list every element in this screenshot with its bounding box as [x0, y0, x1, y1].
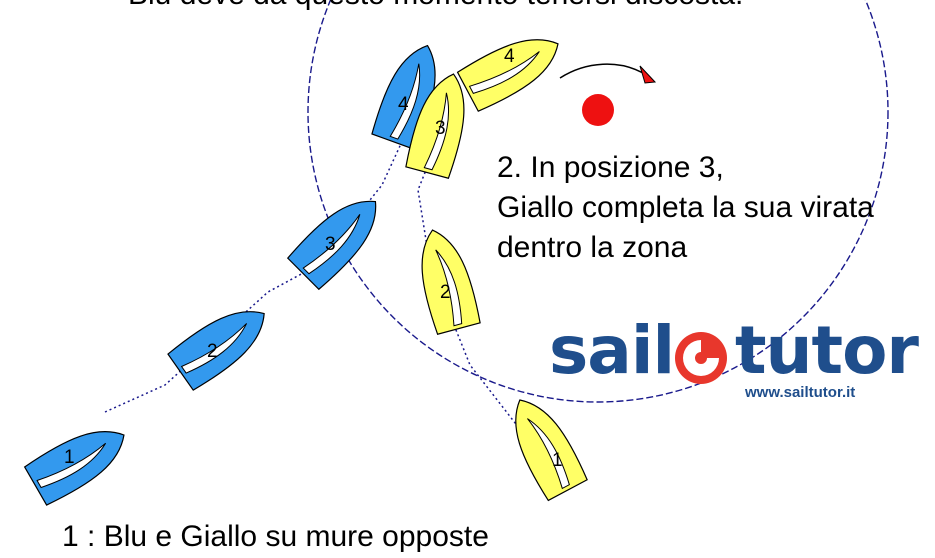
caption-bottom: 1 : Blu e Giallo su mure opposte	[62, 520, 489, 553]
yellow-boat-3-label: 3	[435, 118, 446, 139]
logo-swirl-icon	[675, 332, 727, 384]
yellow-boat-1-label: 1	[552, 450, 563, 471]
logo-word-left: sail	[549, 312, 675, 389]
blue-boat-3	[286, 184, 393, 291]
blue-boat-1	[23, 414, 137, 507]
caption-top: Blu deve da questo momento tenersi disco…	[128, 0, 743, 12]
yellow-boat-2-label: 2	[440, 282, 451, 303]
rounding-arrow	[559, 63, 649, 79]
blue-boat-3-label: 3	[325, 234, 336, 255]
blue-track	[104, 134, 406, 413]
blue-boat-2	[166, 293, 279, 392]
yellow-boat-1	[498, 388, 589, 502]
logo-word-right: tutor	[735, 312, 919, 389]
blue-boat-2-label: 2	[207, 341, 218, 362]
caption-middle-line3: dentro la zona	[497, 231, 688, 264]
yellow-boat-2	[409, 223, 483, 336]
caption-middle: 2. In posizione 3, Giallo completa la su…	[497, 148, 874, 268]
blue-boat-1-label: 1	[64, 447, 75, 468]
logo-url: www.sailtutor.it	[745, 384, 856, 401]
zone-circle	[307, 0, 889, 403]
caption-middle-line2: Giallo completa la sua virata	[497, 191, 874, 224]
caption-middle-line1: 2. In posizione 3,	[497, 151, 724, 184]
rounding-arrow-head	[639, 65, 657, 84]
mark-buoy	[582, 94, 614, 126]
sailtutor-logo: sail tutor www.sailtutor.it	[545, 312, 919, 404]
blue-boat-4-label: 4	[398, 94, 409, 115]
yellow-boat-4-label: 4	[504, 46, 515, 67]
yellow-boat-4	[456, 22, 570, 113]
